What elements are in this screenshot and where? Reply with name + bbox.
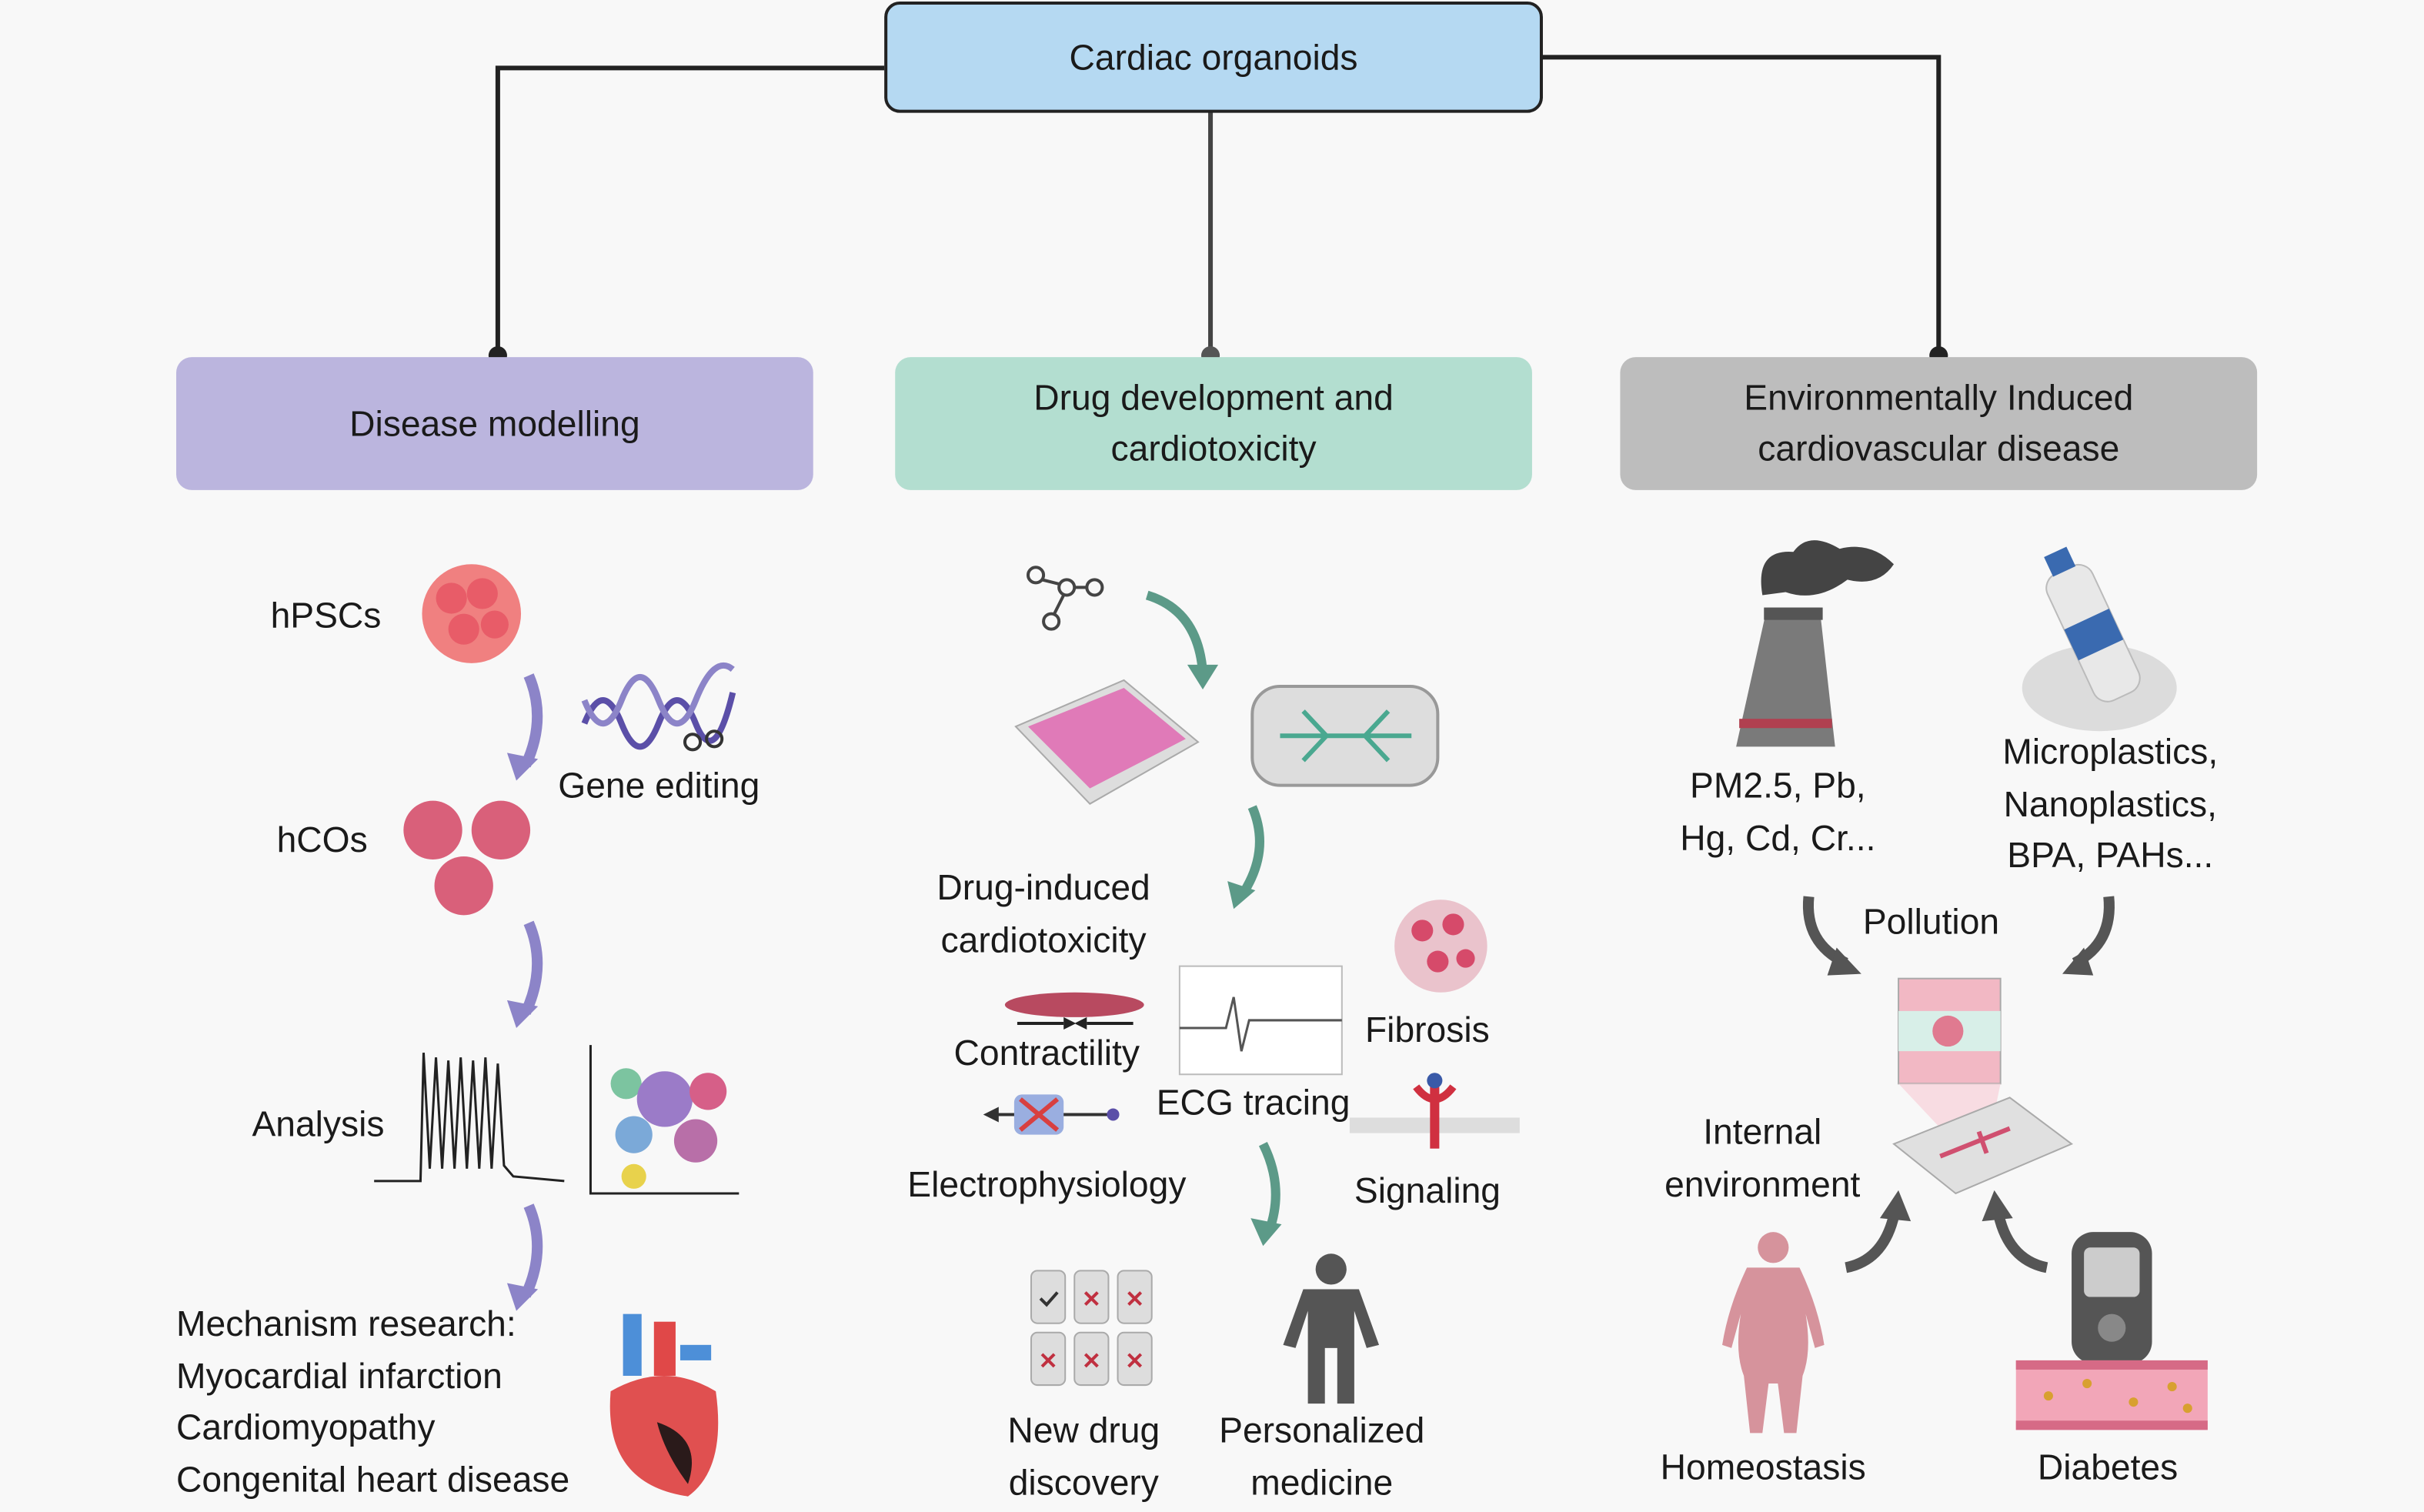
organ-chip-tissue-icon bbox=[1892, 977, 2074, 1195]
analysis-label: Analysis bbox=[252, 1103, 385, 1144]
plastic-bottle-icon bbox=[2022, 546, 2177, 732]
line: Drug-induced bbox=[937, 867, 1150, 908]
drug-cardiotoxicity-label: Drug-induced cardiotoxicity bbox=[912, 863, 1175, 966]
person-icon bbox=[1283, 1253, 1380, 1404]
well-plate-icon bbox=[1014, 679, 1200, 805]
organ-on-chip-icon bbox=[1250, 684, 1440, 787]
new-drug-discovery-label: New drug discovery bbox=[959, 1405, 1209, 1509]
line: Internal bbox=[1703, 1111, 1822, 1152]
root-label: Cardiac organoids bbox=[1069, 36, 1358, 77]
cardiomyocyte-contraction-icon bbox=[1004, 992, 1144, 1030]
receptor-signaling-icon bbox=[1349, 1073, 1520, 1149]
factory-smokestack-icon bbox=[1736, 540, 1895, 747]
line: cardiotoxicity bbox=[940, 919, 1147, 960]
line: Nanoplastics, bbox=[2003, 783, 2217, 823]
root-node: Cardiac organoids bbox=[884, 2, 1543, 113]
curved-arrow-icon bbox=[1845, 1190, 1911, 1273]
fibrosis-tissue-icon bbox=[1394, 900, 1487, 993]
ion-channel-icon bbox=[983, 1094, 1120, 1135]
mechanism-item: Cardiomyopathy bbox=[176, 1407, 436, 1447]
hcos-label: hCOs bbox=[276, 819, 368, 860]
down-arrow-icon bbox=[506, 673, 543, 781]
branch-label-line1: Environmentally Induced bbox=[1744, 377, 2134, 418]
branch-label-line2: cardiovascular disease bbox=[1758, 428, 2120, 469]
line: PM2.5, Pb, bbox=[1690, 765, 1866, 806]
human-body-icon bbox=[1722, 1232, 1825, 1434]
gene-editing-label: Gene editing bbox=[558, 765, 760, 806]
homeostasis-label: Homeostasis bbox=[1660, 1447, 1866, 1487]
pm-metals-label: PM2.5, Pb, Hg, Cd, Cr... bbox=[1654, 760, 1901, 864]
mechanism-list: Mechanism research: Myocardial infarctio… bbox=[176, 1299, 569, 1506]
down-arrow-icon bbox=[506, 1203, 543, 1311]
drug-vials-icon bbox=[1030, 1270, 1153, 1387]
glucose-meter-icon bbox=[2015, 1232, 2208, 1430]
ecg-tracing-label: ECG tracing bbox=[1156, 1082, 1351, 1123]
personalized-medicine-label: Personalized medicine bbox=[1198, 1405, 1445, 1509]
mechanism-item: Congenital heart disease bbox=[176, 1458, 570, 1499]
contractility-label: Contractility bbox=[953, 1033, 1140, 1073]
ecg-grid-icon bbox=[1178, 965, 1343, 1076]
line: medicine bbox=[1250, 1461, 1394, 1502]
down-arrow-icon bbox=[506, 920, 543, 1028]
internal-environment-label: Internal environment bbox=[1639, 1106, 1886, 1210]
branch-label: Disease modelling bbox=[349, 402, 640, 443]
dna-scissors-icon bbox=[581, 663, 736, 752]
organoids-icon bbox=[403, 800, 531, 916]
molecule-icon bbox=[1026, 566, 1104, 631]
electrophysiology-label: Electrophysiology bbox=[907, 1163, 1187, 1205]
branch-label-line2: cardiotoxicity bbox=[1110, 428, 1317, 469]
stem-cell-cluster-icon bbox=[422, 564, 522, 663]
hpscs-label: hPSCs bbox=[270, 595, 382, 636]
branch-label-line1: Drug development and bbox=[1033, 377, 1394, 418]
branch-environmental: Environmentally Induced cardiovascular d… bbox=[1620, 357, 2258, 490]
signaling-label: Signaling bbox=[1354, 1170, 1501, 1211]
branch-disease-modelling: Disease modelling bbox=[176, 357, 813, 490]
down-arrow-icon bbox=[1227, 805, 1264, 910]
line: Microplastics, bbox=[2002, 731, 2219, 772]
pollution-label: Pollution bbox=[1862, 901, 2000, 942]
branch-drug-development: Drug development and cardiotoxicity bbox=[895, 357, 1532, 490]
connector-lines bbox=[488, 55, 1948, 365]
line: Personalized bbox=[1219, 1410, 1425, 1450]
line: environment bbox=[1664, 1163, 1861, 1204]
fibrosis-label: Fibrosis bbox=[1364, 1009, 1490, 1050]
line: discovery bbox=[1008, 1461, 1159, 1502]
curved-arrow-icon bbox=[1802, 896, 1861, 976]
line: New drug bbox=[1007, 1410, 1160, 1450]
action-potential-trace-icon bbox=[374, 1053, 565, 1183]
down-arrow-icon bbox=[1250, 1141, 1282, 1247]
mechanism-title: Mechanism research: bbox=[176, 1303, 516, 1343]
heart-icon bbox=[609, 1313, 719, 1497]
single-cell-cluster-plot-icon bbox=[589, 1045, 740, 1195]
diabetes-label: Diabetes bbox=[2037, 1447, 2179, 1487]
mechanism-item: Myocardial infarction bbox=[176, 1354, 502, 1396]
down-arrow-icon bbox=[1145, 590, 1219, 690]
curved-arrow-icon bbox=[1982, 1190, 2048, 1273]
line: BPA, PAHs... bbox=[2007, 834, 2214, 876]
microplastics-label: Microplastics, Nanoplastics, BPA, PAHs..… bbox=[1979, 726, 2242, 882]
curved-arrow-icon bbox=[2062, 896, 2115, 976]
line: Hg, Cd, Cr... bbox=[1680, 816, 1876, 857]
